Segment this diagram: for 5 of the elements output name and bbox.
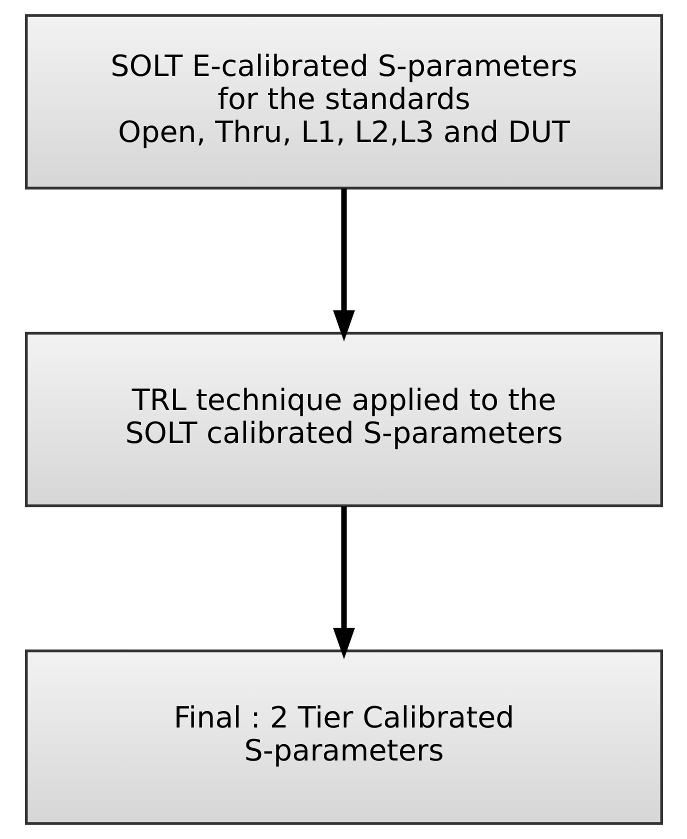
arrow [332, 506, 354, 660]
node-box: TRL technique applied to the SOLT calibrated S-parameters [24, 332, 663, 508]
node-box: SOLT E-calibrated S-parameters for the standards Open, Thru, L1, L2,L3 and DUT [24, 14, 663, 190]
node-box: Final : 2 Tier Calibrated S-parameters [24, 649, 663, 825]
arrow [332, 188, 354, 342]
